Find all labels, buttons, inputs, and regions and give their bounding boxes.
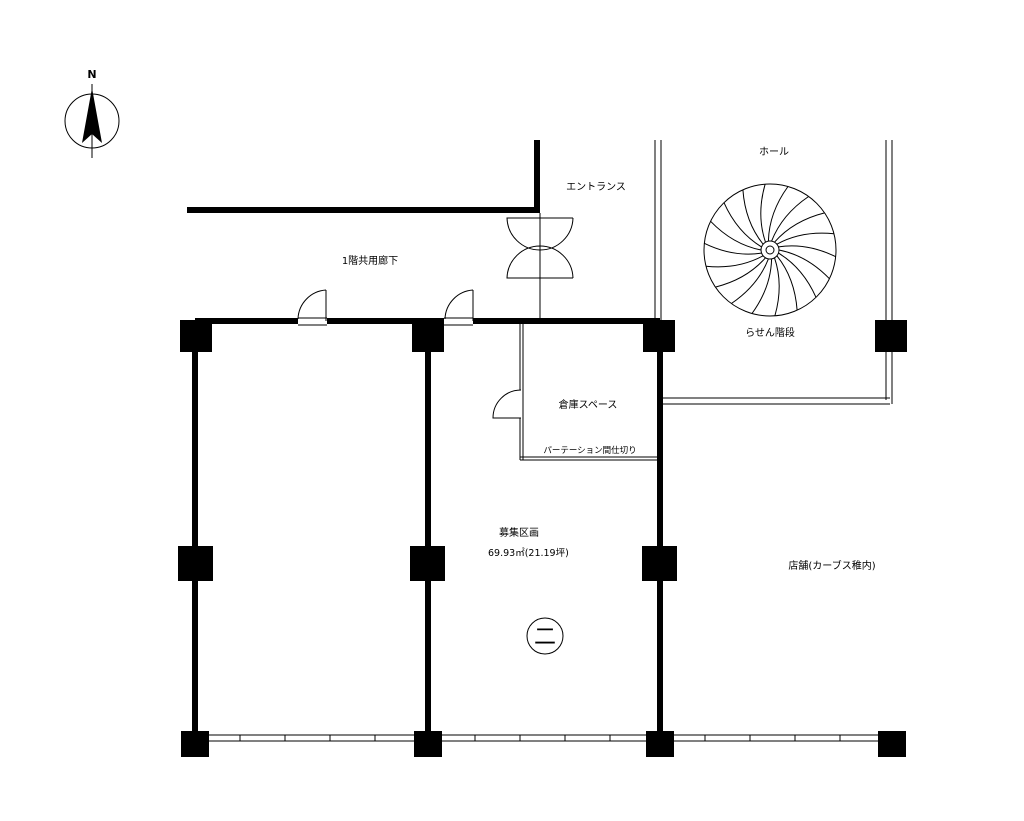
recruit-size-label: 69.93㎡(21.19坪) xyxy=(488,547,569,559)
vertical-walls xyxy=(192,338,663,740)
recruit-area-label: 募集区画 xyxy=(499,526,539,539)
hall-label: ホール xyxy=(759,146,789,158)
mark-symbol: 二 xyxy=(526,617,564,655)
stair-step xyxy=(771,196,809,242)
entrance-label: エントランス xyxy=(566,181,626,193)
stair-step xyxy=(774,257,780,316)
stair-step xyxy=(767,186,789,242)
storage-partition xyxy=(492,323,657,461)
stair-step xyxy=(742,189,764,245)
mark-text: 二 xyxy=(534,625,556,650)
north-label: N xyxy=(87,68,96,81)
column xyxy=(181,731,209,757)
column xyxy=(414,731,442,757)
column xyxy=(642,546,677,581)
corridor-door-right xyxy=(444,289,474,321)
corridor-label: 1階共用廊下 xyxy=(342,254,398,267)
stair-step xyxy=(715,257,766,288)
bottom-window-wall xyxy=(195,734,892,742)
partition-label: パーテーション間仕切り xyxy=(543,445,636,456)
corridor-door-left xyxy=(297,289,327,321)
stair-step xyxy=(774,212,825,243)
column xyxy=(178,546,213,581)
column xyxy=(646,731,674,757)
column xyxy=(410,546,445,581)
stair-step xyxy=(776,232,835,245)
stair-step xyxy=(723,202,762,248)
shop-label: 店舗(カーブス稚内) xyxy=(788,559,875,572)
stair-step xyxy=(776,255,798,311)
stair-step xyxy=(778,245,836,258)
column xyxy=(643,320,675,352)
north-arrow-icon xyxy=(82,88,102,143)
stair-step xyxy=(731,258,769,304)
stair-step xyxy=(778,249,830,280)
columns xyxy=(178,320,907,757)
column xyxy=(875,320,907,352)
column xyxy=(412,320,444,352)
column xyxy=(180,320,212,352)
corridor-walls xyxy=(187,140,540,213)
north-compass: N xyxy=(64,68,120,158)
storage-door xyxy=(492,389,522,419)
stair-step xyxy=(751,258,773,314)
hall-walls xyxy=(654,140,893,405)
front-wall xyxy=(195,317,660,326)
stair-step xyxy=(760,184,766,243)
stair-step xyxy=(710,220,762,251)
entrance-doors xyxy=(506,213,574,318)
stair-step xyxy=(704,242,762,255)
stair-step xyxy=(705,255,764,268)
column xyxy=(878,731,906,757)
storage-label: 倉庫スペース xyxy=(559,398,618,411)
spiral-staircase xyxy=(703,183,837,317)
spiral-stair-label: らせん階段 xyxy=(745,326,795,339)
stair-step xyxy=(778,252,817,298)
